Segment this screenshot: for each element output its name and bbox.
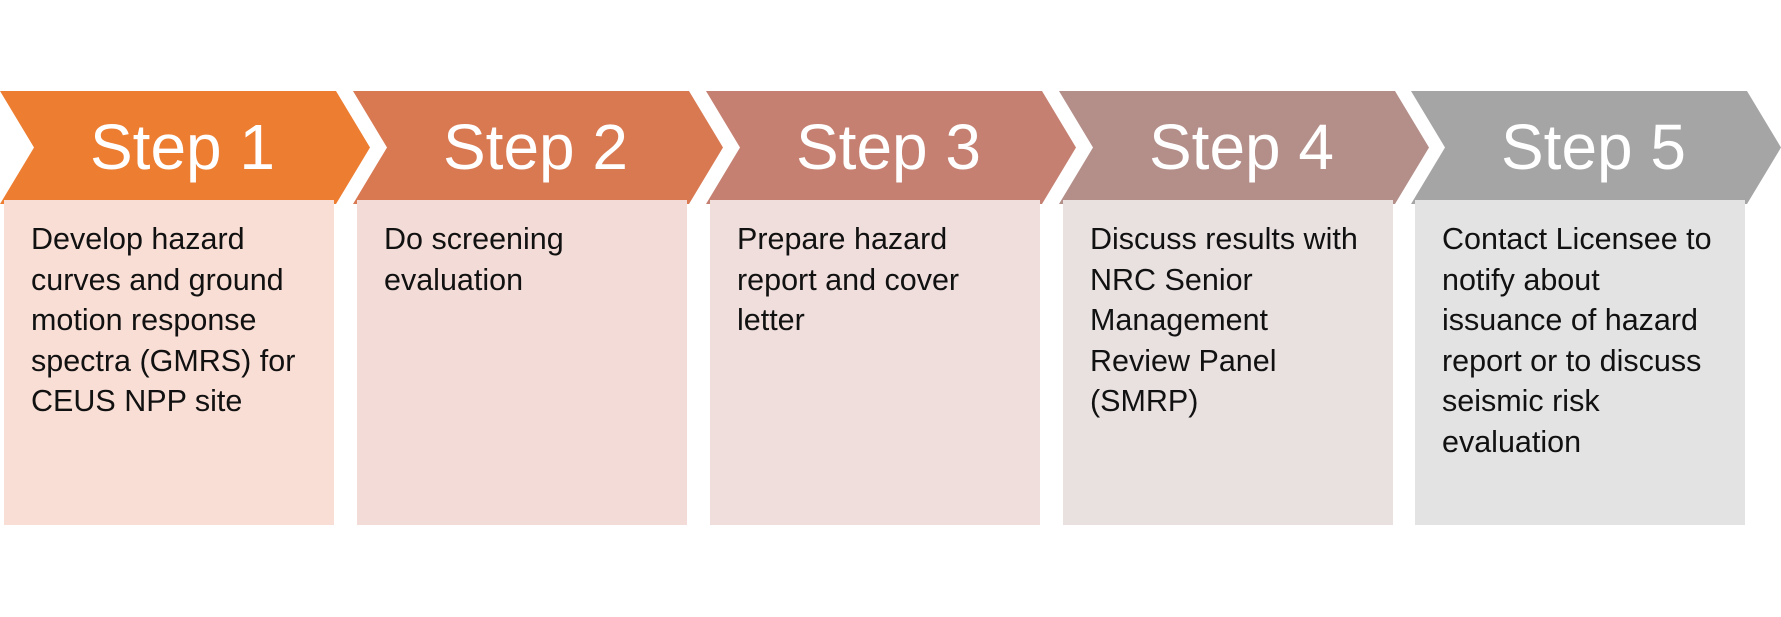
step-5-box: Contact Licensee to notify about issuanc… <box>1415 200 1745 525</box>
step-2-box: Do screening evaluation <box>357 200 687 525</box>
step-1-title: Step 1 <box>89 111 276 183</box>
step-5: Step 5 Contact Licensee to notify about … <box>1411 91 1781 526</box>
step-1-arrow: Step 1 <box>0 91 370 204</box>
step-1: Step 1 Develop hazard curves and ground … <box>0 91 370 526</box>
step-3-box: Prepare hazard report and cover letter <box>710 200 1040 525</box>
step-5-arrow: Step 5 <box>1411 91 1781 204</box>
step-3: Step 3 Prepare hazard report and cover l… <box>706 91 1076 526</box>
step-5-chevron-fill <box>1411 91 1781 204</box>
step-2-chevron-fill <box>353 91 723 204</box>
step-1-chevron-fill <box>0 91 370 204</box>
step-3-arrow: Step 3 <box>706 91 1076 204</box>
step-1-description: Develop hazard curves and ground motion … <box>31 222 296 418</box>
step-4-arrow: Step 4 <box>1059 91 1429 204</box>
step-3-chevron-shape <box>706 91 1076 204</box>
step-4-box: Discuss results with NRC Senior Manageme… <box>1063 200 1393 525</box>
step-4-chevron-shape <box>1059 91 1429 204</box>
step-2-title: Step 2 <box>442 111 629 183</box>
step-2-description: Do screening evaluation <box>384 222 564 297</box>
step-2: Step 2 Do screening evaluation <box>353 91 723 526</box>
step-1-chevron-shape <box>0 91 370 204</box>
step-3-chevron-fill <box>706 91 1076 204</box>
step-4: Step 4 Discuss results with NRC Senior M… <box>1059 91 1429 526</box>
step-2-arrow: Step 2 <box>353 91 723 204</box>
step-2-chevron-shape <box>353 91 723 204</box>
step-3-description: Prepare hazard report and cover letter <box>737 222 960 337</box>
step-4-chevron-fill <box>1059 91 1429 204</box>
step-4-title: Step 4 <box>1148 111 1335 183</box>
step-5-chevron-shape <box>1411 91 1781 204</box>
step-1-box: Develop hazard curves and ground motion … <box>4 200 334 525</box>
step-3-title: Step 3 <box>795 111 982 183</box>
step-4-description: Discuss results with NRC Senior Manageme… <box>1090 222 1358 418</box>
step-5-title: Step 5 <box>1500 111 1687 183</box>
step-5-description: Contact Licensee to notify about issuanc… <box>1442 222 1712 459</box>
